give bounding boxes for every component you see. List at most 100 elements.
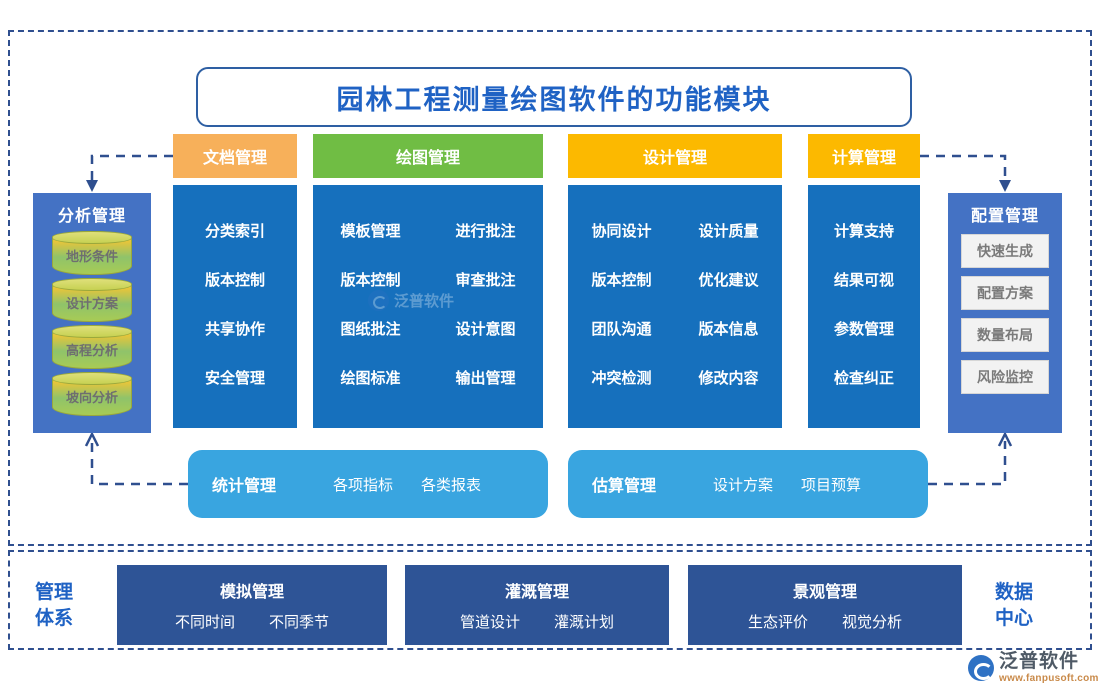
box-estimation-management: 估算管理 设计方案 项目预算	[568, 450, 928, 518]
label-data-center: 数据 中心	[978, 575, 1050, 637]
upper-dashed-frame	[8, 30, 1092, 546]
logo-url: www.fanpusoft.com	[999, 673, 1099, 684]
box-item[interactable]: 不同季节	[269, 614, 330, 631]
cylinder-label: 设计方案	[65, 296, 118, 311]
feature-cell[interactable]: 修改内容	[698, 370, 759, 387]
feature-cell[interactable]: 检查纠正	[833, 370, 894, 387]
label-line-2: 体系	[34, 608, 73, 629]
label-management-system: 管理 体系	[18, 575, 90, 637]
feature-cell[interactable]: 协同设计	[591, 223, 652, 240]
box-items: 管道设计 灌溉计划	[460, 611, 614, 632]
column-group: 设计质量 优化建议 版本信息 修改内容	[675, 207, 782, 428]
tab-drawing-management[interactable]: 绘图管理	[313, 134, 543, 178]
column-design-management: 协同设计 版本控制 团队沟通 冲突检测 设计质量 优化建议 版本信息 修改内容	[568, 185, 782, 428]
feature-cell[interactable]: 安全管理	[204, 370, 265, 387]
tab-label: 文档管理	[202, 150, 267, 167]
panel-title: 分析管理	[57, 208, 126, 225]
column-group: 进行批注 审查批注 设计意图 输出管理	[428, 207, 543, 428]
tab-label: 设计管理	[642, 150, 707, 167]
panel-configuration-management: 配置管理 快速生成 配置方案 数量布局 风险监控	[948, 193, 1062, 433]
cylinder-item[interactable]: 地形条件	[52, 231, 132, 275]
feature-cell[interactable]: 设计意图	[455, 321, 516, 338]
box-item[interactable]: 灌溉计划	[554, 614, 615, 631]
column-calculation-management: 计算支持 结果可视 参数管理 检查纠正	[808, 185, 920, 428]
column-group: 模板管理 版本控制 图纸批注 绘图标准	[313, 207, 428, 428]
feature-cell[interactable]: 共享协作	[204, 321, 265, 338]
brand-logo: 泛普软件 www.fanpusoft.com	[968, 652, 1099, 684]
box-items: 各项指标 各类报表	[276, 474, 538, 495]
config-list: 快速生成 配置方案 数量布局 风险监控	[948, 234, 1062, 394]
tab-label: 计算管理	[831, 150, 896, 167]
feature-cell[interactable]: 团队沟通	[591, 321, 652, 338]
feature-cell[interactable]: 优化建议	[698, 272, 759, 289]
box-item[interactable]: 各项指标	[332, 476, 393, 494]
feature-cell[interactable]: 版本控制	[591, 272, 652, 289]
box-item[interactable]: 视觉分析	[842, 614, 903, 631]
page-title: 园林工程测量绘图软件的功能模块	[196, 67, 912, 127]
box-item[interactable]: 管道设计	[459, 614, 520, 631]
feature-cell[interactable]: 进行批注	[455, 223, 516, 240]
column-drawing-management: 模板管理 版本控制 图纸批注 绘图标准 进行批注 审查批注 设计意图 输出管理	[313, 185, 543, 428]
feature-cell[interactable]: 计算支持	[833, 223, 894, 240]
label-line-1: 管理	[34, 582, 73, 603]
tab-design-management[interactable]: 设计管理	[568, 134, 782, 178]
panel-analysis-management: 分析管理 地形条件 设计方案 高程分析 坡向分析	[33, 193, 151, 433]
feature-cell[interactable]: 结果可视	[833, 272, 894, 289]
feature-cell[interactable]: 版本控制	[204, 272, 265, 289]
feature-cell[interactable]: 图纸批注	[340, 321, 401, 338]
label-line-1: 数据	[994, 582, 1033, 603]
feature-cell[interactable]: 设计质量	[698, 223, 759, 240]
box-items: 生态评价 视觉分析	[748, 611, 902, 632]
box-items: 不同时间 不同季节	[175, 611, 329, 632]
feature-cell[interactable]: 冲突检测	[591, 370, 652, 387]
cylinder-label: 高程分析	[65, 343, 118, 358]
box-title: 灌溉管理	[504, 584, 569, 601]
cylinder-item[interactable]: 坡向分析	[52, 372, 132, 416]
feature-cell[interactable]: 版本控制	[340, 272, 401, 289]
tab-document-management[interactable]: 文档管理	[173, 134, 297, 178]
box-landscape-management: 景观管理 生态评价 视觉分析	[688, 565, 962, 645]
box-irrigation-management: 灌溉管理 管道设计 灌溉计划	[405, 565, 669, 645]
config-item[interactable]: 数量布局	[961, 318, 1049, 352]
cylinder-label: 地形条件	[65, 249, 118, 264]
box-item[interactable]: 不同时间	[174, 614, 235, 631]
tab-label: 绘图管理	[395, 150, 460, 167]
feature-cell[interactable]: 审查批注	[455, 272, 516, 289]
config-item[interactable]: 快速生成	[961, 234, 1049, 268]
tab-calculation-management[interactable]: 计算管理	[808, 134, 920, 178]
label-line-2: 中心	[994, 608, 1033, 629]
feature-cell[interactable]: 模板管理	[340, 223, 401, 240]
feature-cell[interactable]: 输出管理	[455, 370, 516, 387]
panel-title: 配置管理	[970, 208, 1039, 225]
box-item[interactable]: 设计方案	[712, 476, 773, 494]
feature-cell[interactable]: 绘图标准	[340, 370, 401, 387]
box-title: 统计管理	[212, 478, 277, 495]
logo-name: 泛普软件	[999, 651, 1080, 672]
box-title: 景观管理	[792, 584, 857, 601]
feature-cell[interactable]: 参数管理	[833, 321, 894, 338]
lower-dashed-frame	[8, 550, 1092, 650]
logo-text: 泛普软件 www.fanpusoft.com	[999, 652, 1099, 684]
box-item[interactable]: 各类报表	[421, 476, 482, 494]
page-title-text: 园林工程测量绘图软件的功能模块	[336, 84, 772, 115]
box-statistics-management: 统计管理 各项指标 各类报表	[188, 450, 548, 518]
feature-cell[interactable]: 版本信息	[698, 321, 759, 338]
column-document-management: 分类索引 版本控制 共享协作 安全管理	[173, 185, 297, 428]
cylinder-list: 地形条件 设计方案 高程分析 坡向分析	[33, 231, 151, 416]
box-simulation-management: 模拟管理 不同时间 不同季节	[117, 565, 387, 645]
box-item[interactable]: 项目预算	[801, 476, 862, 494]
box-title: 模拟管理	[219, 584, 284, 601]
column-group: 分类索引 版本控制 共享协作 安全管理	[173, 207, 297, 428]
cylinder-item[interactable]: 高程分析	[52, 325, 132, 369]
feature-cell[interactable]: 分类索引	[204, 223, 265, 240]
box-item[interactable]: 生态评价	[747, 614, 808, 631]
box-items: 设计方案 项目预算	[656, 474, 918, 495]
config-item[interactable]: 风险监控	[961, 360, 1049, 394]
cylinder-item[interactable]: 设计方案	[52, 278, 132, 322]
config-item[interactable]: 配置方案	[961, 276, 1049, 310]
column-group: 计算支持 结果可视 参数管理 检查纠正	[808, 207, 920, 428]
fanpu-logo-icon	[968, 655, 994, 681]
box-title: 估算管理	[592, 478, 657, 495]
column-group: 协同设计 版本控制 团队沟通 冲突检测	[568, 207, 675, 428]
